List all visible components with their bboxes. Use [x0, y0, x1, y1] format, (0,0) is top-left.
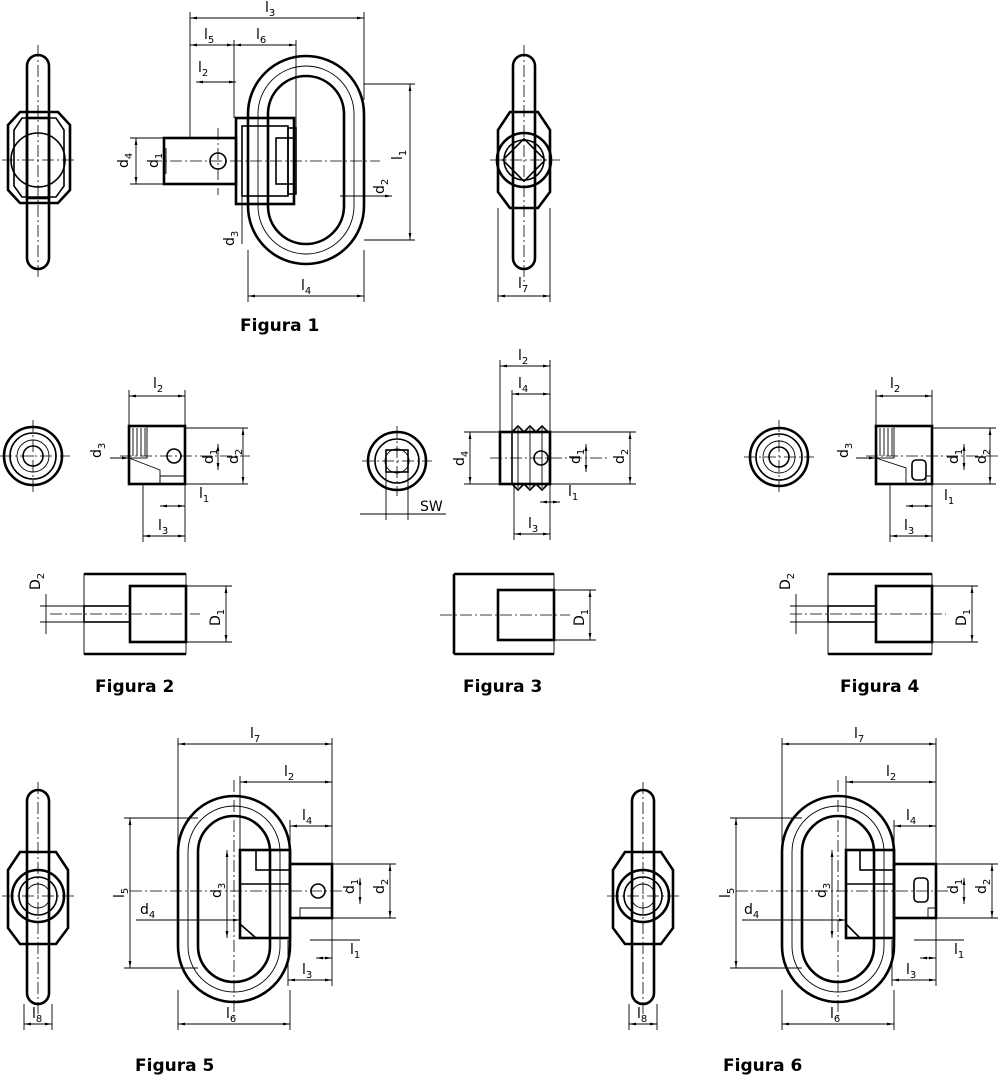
fig4-label-d2: d2: [974, 449, 993, 464]
fig3-label-d4: d4: [452, 451, 471, 466]
fig1-label-l7: l7: [518, 276, 528, 295]
fig4-label-D1: D1: [954, 609, 973, 626]
fig1-label-d4: d4: [116, 153, 135, 168]
fig6-label-d1: d1: [946, 879, 965, 894]
fig3-label-l3: l3: [528, 516, 538, 535]
fig1-label-l1: l1: [390, 150, 409, 160]
fig6-front-view: [736, 780, 950, 1020]
fig6-dimension-lines: [628, 738, 998, 1030]
fig5-label-d4: d4: [140, 902, 155, 921]
fig6-label-l1: l1: [954, 942, 964, 961]
fig2-label-D2: D2: [28, 573, 47, 590]
fig1-side-view-right: [490, 45, 560, 282]
fig2-label-l3: l3: [158, 518, 168, 537]
figure-2: l2 d3 d1 d2 l1 l3 D2 D1 Figura 2: [0, 376, 250, 697]
fig5-dimension-lines: [23, 738, 396, 1030]
fig5-label-l8: l8: [32, 1006, 42, 1025]
fig2-plunger-view: [120, 424, 250, 486]
figure-1: l3 l5 l6 l2 d4 d1 l1 d2 d3 l4 l7 Figura …: [2, 0, 560, 336]
fig1-label-d3: d3: [222, 231, 241, 246]
fig4-end-view: [744, 420, 814, 494]
fig5-label-l3: l3: [302, 962, 312, 981]
fig2-label-d2: d2: [226, 449, 245, 464]
fig6-label-d4: d4: [744, 902, 759, 921]
fig3-label-d2: d2: [612, 449, 631, 464]
fig5-label-l2: l2: [284, 764, 294, 783]
fig2-label-l2: l2: [153, 376, 163, 395]
fig5-label-l7: l7: [250, 726, 260, 745]
fig1-side-view-left: [2, 45, 75, 280]
fig3-label-l4: l4: [518, 376, 528, 395]
fig2-dimension-lines: [110, 390, 248, 542]
fig1-label-d2: d2: [372, 179, 391, 194]
fig5-label-l1: l1: [350, 942, 360, 961]
fig5-label-d1: d1: [342, 879, 361, 894]
fig4-label-D2: D2: [778, 573, 797, 590]
figure-5: l7 l2 l4 l5 d4 d3 d1 d2 l1 l3 l6 l8 Figu…: [2, 726, 396, 1076]
fig3-label-l1: l1: [568, 484, 578, 503]
fig4-hole-section: [790, 572, 978, 656]
fig6-label-l8: l8: [637, 1006, 647, 1025]
figure-3: l2 l4 d4 d1 d2 l1 l3 SW D1 Figura 3: [360, 348, 636, 697]
fig5-side-view: [2, 782, 75, 1014]
fig1-label-d1: d1: [146, 153, 165, 168]
figure-6-caption: Figura 6: [723, 1056, 802, 1076]
fig3-plunger-view: [490, 424, 610, 492]
fig5-label-l6: l6: [226, 1006, 236, 1025]
fig4-label-l2: l2: [890, 376, 900, 395]
fig1-label-l2: l2: [198, 60, 208, 79]
fig3-hole-section: [440, 572, 596, 656]
fig3-label-sw: SW: [420, 499, 443, 515]
fig5-label-l5: l5: [112, 888, 131, 898]
fig3-label-d1: d1: [568, 449, 587, 464]
fig2-hole-section: [40, 572, 232, 656]
fig6-label-l3: l3: [906, 962, 916, 981]
figure-4: l2 d3 d1 d2 l1 l3 D2 D1 Figura 4: [744, 376, 998, 697]
fig2-label-d3: d3: [89, 443, 108, 458]
fig6-label-l7: l7: [854, 726, 864, 745]
fig1-front-view: [150, 54, 380, 266]
fig4-label-d3: d3: [836, 443, 855, 458]
fig6-side-view: [607, 782, 680, 1014]
fig2-label-d1: d1: [201, 449, 220, 464]
fig5-label-d3: d3: [209, 883, 228, 898]
fig5-front-view: [130, 780, 346, 1020]
fig3-label-D1: D1: [572, 609, 591, 626]
fig4-label-d1: d1: [946, 449, 965, 464]
fig1-dimension-lines: [130, 12, 551, 302]
fig1-label-l5: l5: [204, 27, 214, 46]
fig6-label-l5: l5: [718, 888, 737, 898]
fig3-dimension-lines: [360, 360, 636, 540]
fig1-label-l6: l6: [256, 27, 266, 46]
figure-4-caption: Figura 4: [840, 677, 919, 697]
figure-1-caption: Figura 1: [240, 316, 319, 336]
fig2-end-view: [0, 420, 70, 492]
figure-6: l7 l2 l4 l5 d4 d3 d1 d2 l1 l3 l6 l8 Figu…: [607, 726, 998, 1076]
fig6-label-d2: d2: [974, 879, 993, 894]
fig6-label-l4: l4: [906, 808, 916, 827]
fig5-label-l4: l4: [302, 808, 312, 827]
figure-3-caption: Figura 3: [463, 677, 542, 697]
fig4-dimension-lines: [856, 390, 996, 542]
figure-5-caption: Figura 5: [135, 1056, 214, 1076]
fig4-label-l1: l1: [944, 488, 954, 507]
fig4-plunger-view: [866, 424, 998, 486]
fig6-label-l2: l2: [886, 764, 896, 783]
fig3-end-view: [362, 426, 432, 496]
fig4-label-l3: l3: [904, 518, 914, 537]
fig6-label-d3: d3: [814, 883, 833, 898]
fig2-label-D1: D1: [208, 609, 227, 626]
fig2-label-l1: l1: [199, 486, 209, 505]
fig5-label-d2: d2: [372, 879, 391, 894]
figure-2-caption: Figura 2: [95, 677, 174, 697]
fig6-label-l6: l6: [830, 1006, 840, 1025]
fig1-label-l4: l4: [301, 278, 311, 297]
fig1-label-l3: l3: [265, 0, 275, 19]
fig3-label-l2: l2: [518, 348, 528, 367]
